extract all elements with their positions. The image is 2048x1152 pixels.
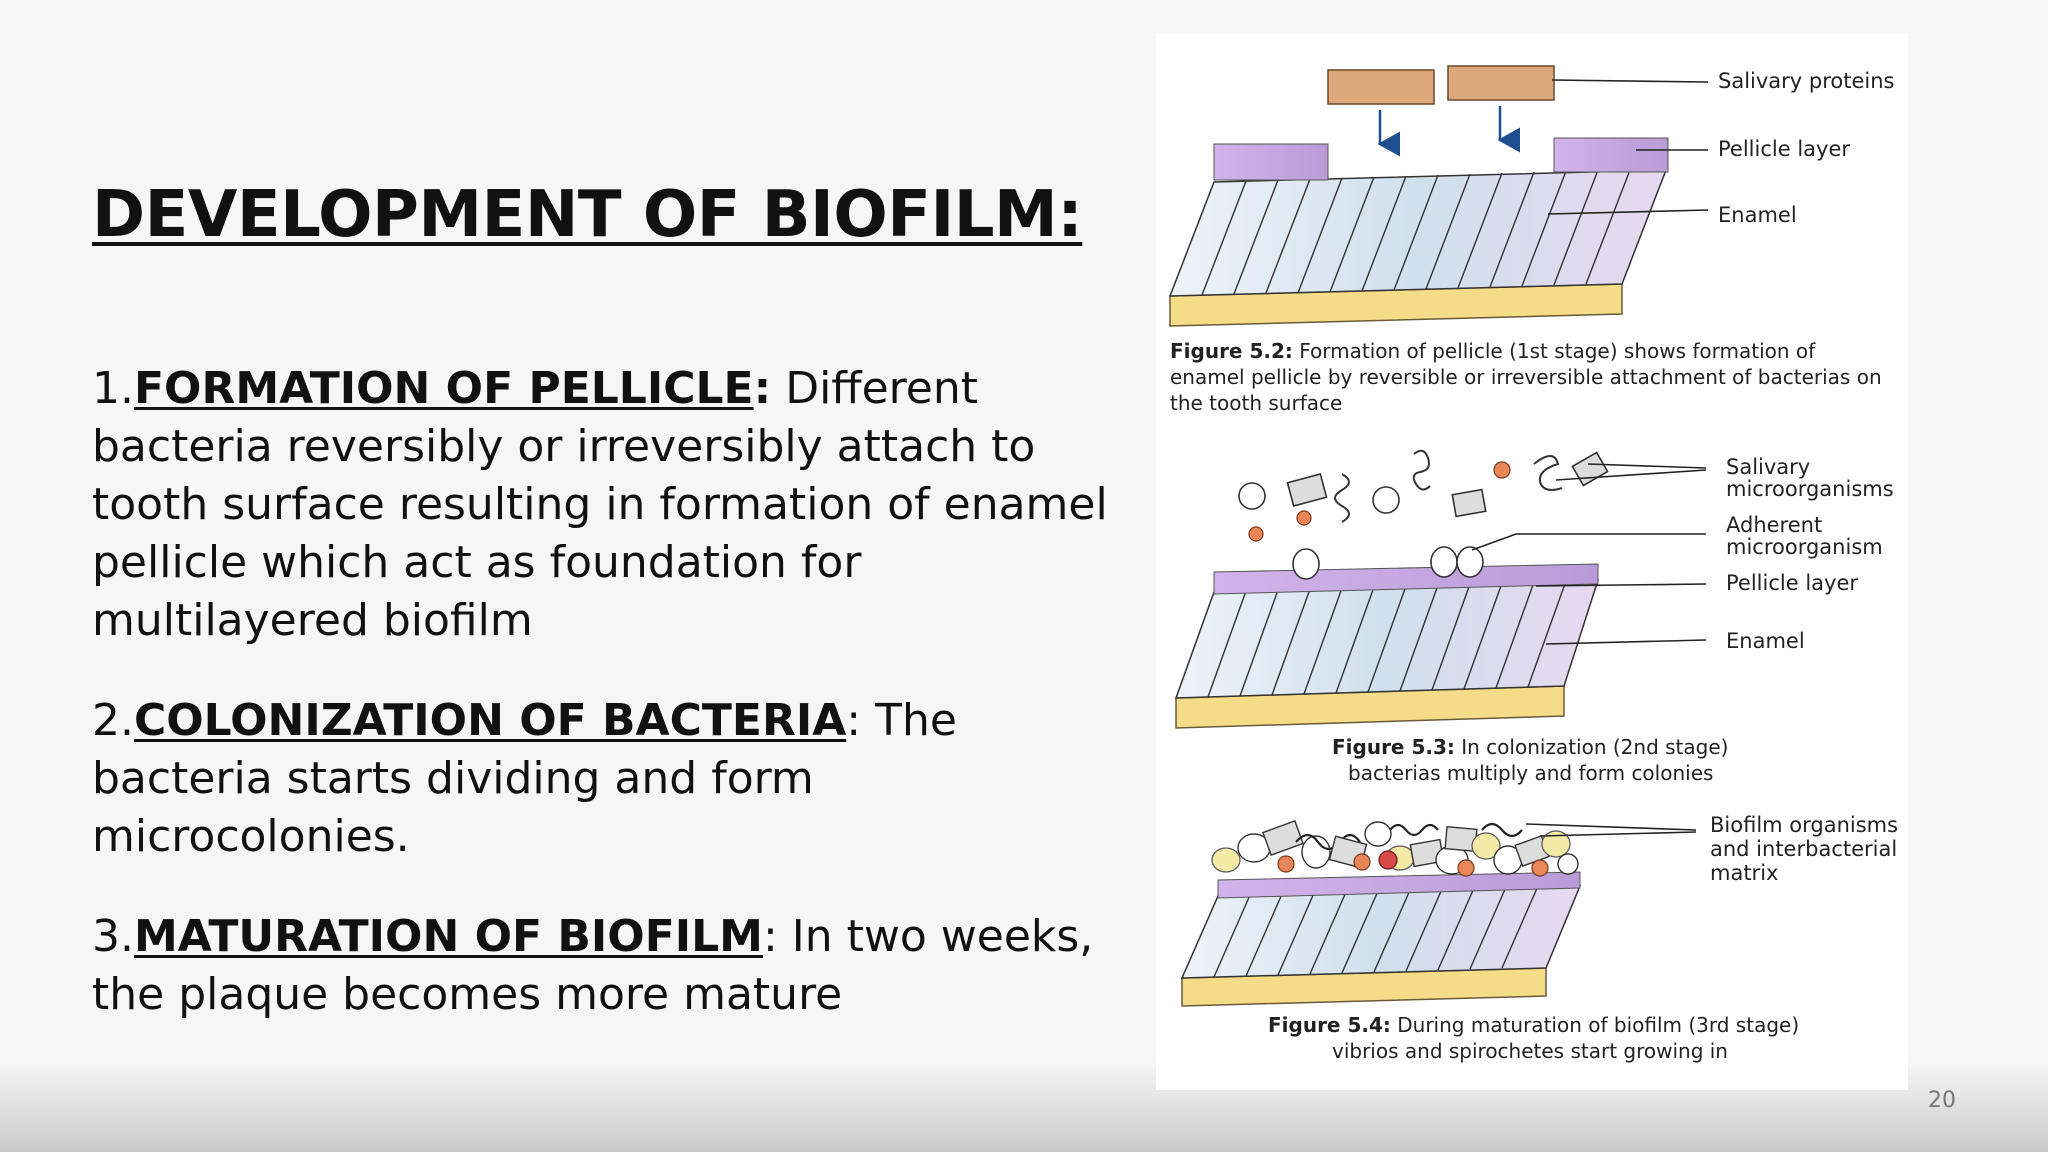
vibrio: [1412, 449, 1431, 491]
biofilm-matrix: [1211, 820, 1579, 877]
label-salivary: Salivary: [1726, 455, 1810, 479]
label-microorganisms: microorganisms: [1726, 477, 1894, 501]
point-number: 2.: [92, 695, 134, 746]
label-microorganism: microorganism: [1726, 535, 1883, 559]
figure-5-3-caption-line2: bacterias multiply and form colonies: [1348, 761, 1713, 785]
adherent-microorganism: [1456, 546, 1484, 578]
figure-5-2-caption-line2: enamel pellicle by reversible or irrever…: [1170, 365, 1882, 389]
label-biofilm-organisms: Biofilm organisms: [1710, 813, 1898, 837]
figure-5-2-caption-line1: Figure 5.2: Formation of pellicle (1st s…: [1170, 339, 1816, 363]
page-number: 20: [1928, 1088, 1956, 1113]
figure-5-3: Salivary microorganisms Adherent microor…: [1174, 449, 1894, 785]
label-salivary-proteins: Salivary proteins: [1718, 69, 1895, 93]
point-colonization-of-bacteria: 2.COLONIZATION OF BACTERIA: The bacteria…: [92, 692, 1132, 866]
salivary-microorganism: [1286, 473, 1328, 507]
point-heading: MATURATION OF BIOFILM: [133, 911, 763, 962]
figure-5-4: Biofilm organisms and interbacterial mat…: [1180, 813, 1898, 1063]
enamel-rods: [1207, 580, 1567, 698]
point-number: 3.: [92, 911, 134, 962]
salivary-microorganism: [1493, 461, 1511, 479]
adherent-microorganism: [1430, 546, 1458, 578]
point-text: The bacteria starts dividing and form mi…: [92, 695, 957, 862]
salivary-microorganism: [1372, 486, 1400, 514]
pellicle-block: [1553, 137, 1669, 173]
figure-5-4-caption-line1: Figure 5.4: During maturation of biofilm…: [1268, 1013, 1799, 1037]
figure-5-2-caption-line3: the tooth surface: [1170, 391, 1342, 415]
spirochete: [1533, 455, 1563, 491]
point-text: Different bacteria reversibly or irrever…: [92, 363, 1108, 646]
enamel-layer: [1180, 885, 1582, 979]
label-enamel: Enamel: [1726, 629, 1805, 653]
enamel-layer: [1168, 169, 1668, 297]
spirochete: [1334, 473, 1350, 523]
label-adherent: Adherent: [1726, 513, 1822, 537]
point-heading: COLONIZATION OF BACTERIA: [133, 695, 847, 746]
label-interbacterial: and interbacterial: [1710, 837, 1897, 861]
label-pellicle-layer: Pellicle layer: [1726, 571, 1858, 595]
adherent-microorganism: [1292, 548, 1320, 580]
point-number: 1.: [92, 363, 134, 414]
label-pellicle-layer: Pellicle layer: [1718, 137, 1850, 161]
point-separator: :: [753, 363, 772, 414]
salivary-microorganism: [1248, 526, 1264, 542]
point-heading: FORMATION OF PELLICLE: [133, 363, 754, 414]
salivary-microorganism: [1571, 451, 1609, 487]
point-separator: :: [846, 695, 862, 746]
salivary-protein: [1447, 65, 1555, 101]
enamel-rods: [1213, 885, 1539, 978]
pellicle-block: [1213, 143, 1329, 181]
figure-panel: Salivary proteins Pellicle layer Enamel …: [1156, 34, 1908, 1090]
salivary-microorganism: [1238, 482, 1266, 510]
figure-5-2: Salivary proteins Pellicle layer Enamel …: [1168, 65, 1895, 415]
label-enamel: Enamel: [1718, 203, 1797, 227]
figure-5-3-caption-line1: Figure 5.3: In colonization (2nd stage): [1332, 735, 1728, 759]
point-separator: :: [762, 911, 778, 962]
biofilm-stages-diagram: Salivary proteins Pellicle layer Enamel …: [1168, 65, 1898, 1063]
figure-5-4-caption-line2: vibrios and spirochetes start growing in: [1332, 1039, 1728, 1063]
label-matrix: matrix: [1710, 861, 1778, 885]
slide-title: DEVELOPMENT OF BIOFILM:: [92, 178, 1083, 252]
salivary-protein: [1327, 69, 1435, 105]
point-maturation-of-biofilm: 3.MATURATION OF BIOFILM: In two weeks, t…: [92, 908, 1132, 1024]
salivary-microorganism: [1451, 488, 1487, 518]
point-text: In two weeks, the plaque becomes more ma…: [92, 911, 1094, 1020]
pellicle-layer: [1217, 871, 1581, 899]
point-formation-of-pellicle: 1.FORMATION OF PELLICLE: Different bacte…: [92, 360, 1132, 650]
salivary-microorganism: [1296, 510, 1312, 526]
enamel-rods: [1201, 169, 1631, 296]
